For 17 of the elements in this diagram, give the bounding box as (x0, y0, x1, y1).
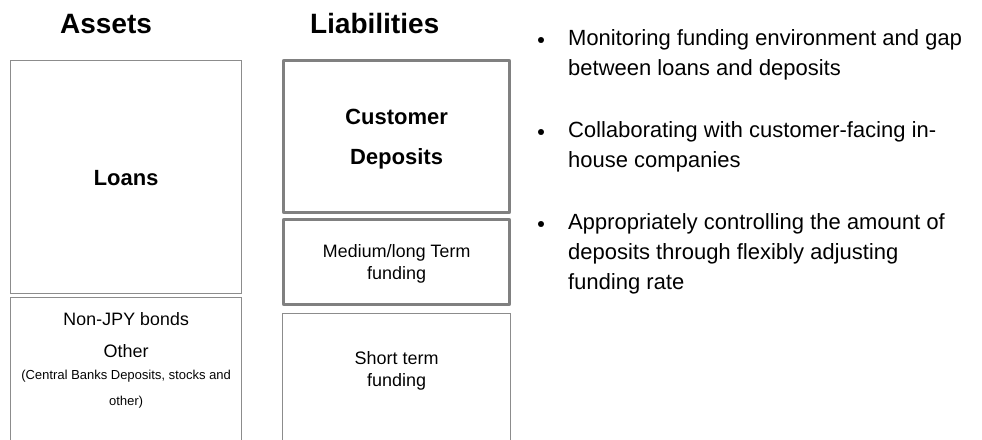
balance-sheet-box (282, 313, 511, 440)
bullet-text: Appropriately controlling the amount of deposits through flexibly adjusting funding rate (568, 208, 946, 296)
box-label: Non-JPY bonds (63, 308, 189, 330)
box-label: Loans (94, 164, 158, 192)
box-label: Other (103, 340, 149, 362)
box-label: (Central Banks Deposits, stocks and other) (20, 366, 232, 410)
box-label: Short term funding (353, 347, 440, 391)
box-label: Customer Deposits (344, 102, 449, 171)
balance-sheet-box (282, 218, 511, 306)
column-heading: Assets (60, 7, 152, 41)
column-heading: Liabilities (310, 7, 440, 41)
balance-sheet-box (10, 297, 242, 440)
bullet-text: Collaborating with customer-facing in-house companies (568, 116, 938, 174)
bullet-text: Monitoring funding environment and gap between loans and deposits (568, 24, 963, 82)
balance-sheet-box (282, 59, 511, 214)
balance-sheet-box (10, 60, 242, 294)
box-label: Medium/long Term funding (322, 240, 472, 284)
